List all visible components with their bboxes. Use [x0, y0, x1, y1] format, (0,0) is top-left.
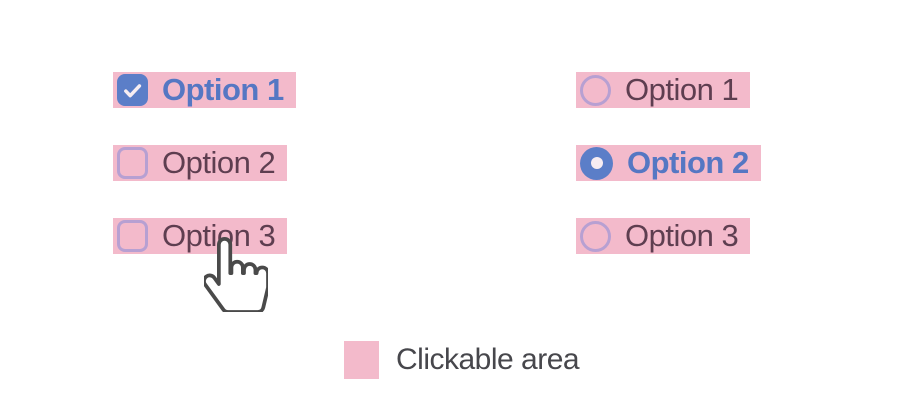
radio-unselected[interactable] [580, 220, 611, 252]
radio-group: Option 1 Option 2 Option 3 [576, 72, 761, 254]
checkbox-label[interactable]: Option 3 [162, 218, 276, 253]
radio-row-option-2[interactable]: Option 2 [576, 145, 761, 181]
checkbox-unchecked[interactable] [117, 147, 148, 179]
checkbox-row-option-1[interactable]: Option 1 [113, 72, 296, 108]
radio-row-option-3[interactable]: Option 3 [576, 218, 751, 254]
checkbox-checked[interactable] [117, 74, 148, 106]
radio-row-option-1[interactable]: Option 1 [576, 72, 751, 108]
checkbox-unchecked[interactable] [117, 220, 148, 252]
legend-label: Clickable area [396, 343, 580, 376]
checkbox-label[interactable]: Option 1 [162, 72, 284, 107]
legend-pink-swatch [344, 341, 379, 379]
check-icon [124, 83, 142, 97]
radio-label[interactable]: Option 3 [625, 218, 739, 253]
radio-label[interactable]: Option 1 [625, 72, 739, 107]
checkbox-row-option-2[interactable]: Option 2 [113, 145, 288, 181]
checkbox-row-option-3[interactable]: Option 3 [113, 218, 288, 254]
radio-label[interactable]: Option 2 [627, 145, 749, 180]
checkbox-label[interactable]: Option 2 [162, 145, 276, 180]
radio-selected[interactable] [580, 146, 613, 180]
checkbox-group: Option 1 Option 2 Option 3 [113, 72, 296, 254]
radio-unselected[interactable] [580, 74, 611, 106]
legend: Clickable area [344, 341, 580, 379]
